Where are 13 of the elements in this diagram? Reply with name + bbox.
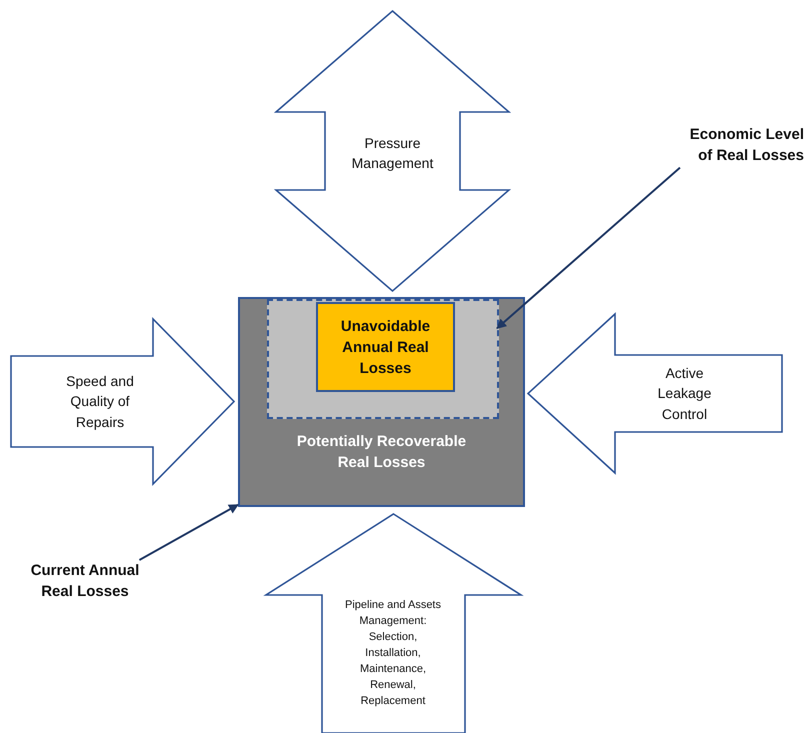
arrow-label: Speed and Quality of Repairs xyxy=(65,372,135,432)
box-label: Unavoidable Annual Real Losses xyxy=(340,316,432,378)
box-label: Potentially Recoverable Real Losses xyxy=(296,432,468,473)
arrow xyxy=(138,504,239,561)
highlight-box xyxy=(316,302,455,392)
arrow-label: Active Leakage Control xyxy=(656,364,712,424)
loss-box xyxy=(238,297,525,507)
dashed-box xyxy=(267,299,499,419)
arrow-label: Pressure Management xyxy=(350,134,434,173)
arrow-label: Pipeline and Assets Management: Selection, Installation, Maintenance, Renewal, Replacement xyxy=(344,598,442,709)
callout-text: Economic Level of Real Losses xyxy=(688,125,804,166)
arrow xyxy=(496,166,681,330)
callout-text: Current Annual Real Losses xyxy=(30,561,140,602)
